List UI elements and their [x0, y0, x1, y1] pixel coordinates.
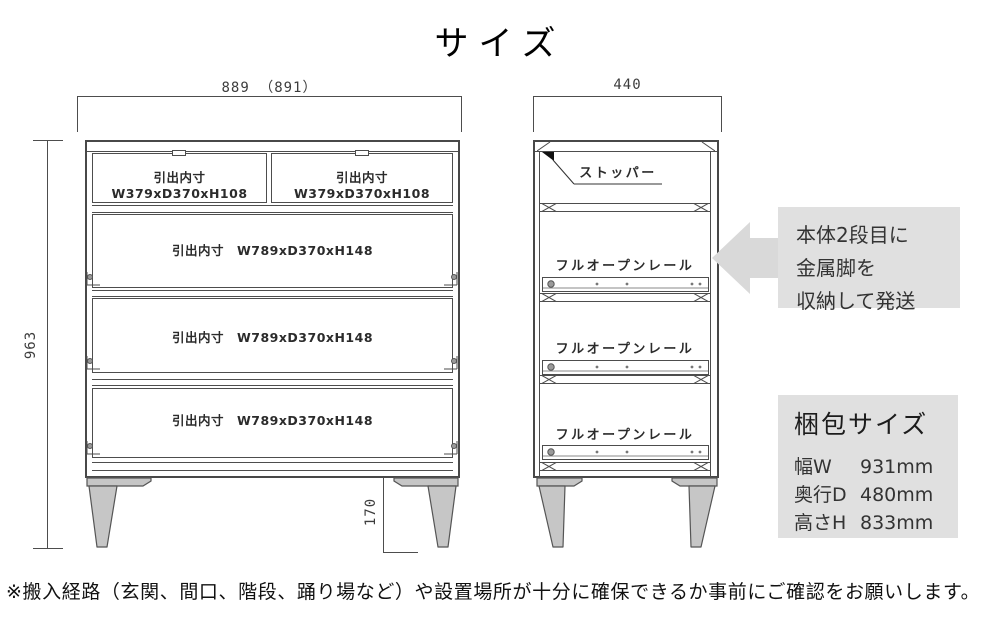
- dimension-line: [47, 141, 48, 549]
- shipping-callout: 本体2段目に 金属脚を 収納して発送: [778, 207, 960, 313]
- small-drawer-label: 引出内寸 W379xD370xH108: [111, 170, 248, 201]
- dimension-tick: [33, 140, 63, 141]
- side-back-leg: [671, 477, 718, 548]
- full-open-rail-icon: [542, 445, 709, 460]
- large-drawer-2: [92, 298, 453, 373]
- shelf-band: [540, 293, 710, 302]
- front-wall-line: [539, 151, 540, 478]
- cross-brace-icon: [541, 462, 557, 471]
- dimension-extension-line: [77, 96, 78, 132]
- packing-row-height: 高さH 833mm: [794, 509, 958, 537]
- small-drawer-label: 引出内寸 W379xD370xH108: [293, 170, 431, 201]
- drawer-glide-icon: [86, 272, 100, 286]
- arrow-left-icon: [712, 222, 780, 294]
- large-drawer-label: 引出内寸 W789xD370xH148: [171, 243, 374, 258]
- cross-brace-icon: [693, 293, 709, 302]
- packing-value: 833mm: [860, 512, 934, 534]
- packing-size-title: 梱包サイズ: [794, 410, 929, 439]
- large-drawer-1: [92, 214, 453, 288]
- top-panel-line: [87, 151, 458, 152]
- drawer-glide-icon: [444, 356, 458, 370]
- full-open-rail-icon: [542, 277, 709, 292]
- packing-row-depth: 奥行D 480mm: [794, 481, 958, 509]
- dimension-line: [77, 96, 462, 97]
- large-drawer-label: 引出内寸 W789xD370xH148: [171, 413, 374, 428]
- dimension-line: [533, 96, 722, 97]
- cross-brace-icon: [693, 203, 709, 212]
- small-drawer-right: [271, 153, 453, 203]
- side-cabinet-outline: [533, 140, 719, 478]
- shelf-band: [540, 375, 710, 384]
- packing-size-box: 梱包サイズ 幅W 931mm 奥行D 480mm 高さH 833mm: [778, 395, 958, 538]
- dimension-extension-line: [461, 96, 462, 132]
- top-panel-line: [535, 151, 717, 152]
- corner-brace-icon: [537, 142, 551, 151]
- small-drawer-left: [92, 153, 267, 203]
- bottom-band: [540, 462, 710, 471]
- cross-brace-icon: [541, 293, 557, 302]
- stopper-label: ストッパー: [579, 166, 657, 181]
- delivery-footnote: ※搬入経路（玄関、間口、階段、踊り場など）や設置場所が十分に確保できるか事前にご…: [6, 581, 981, 603]
- callout-line: 金属脚を: [796, 256, 876, 280]
- packing-row-width: 幅W 931mm: [794, 453, 958, 481]
- side-front-leg: [536, 477, 583, 548]
- front-right-leg: [393, 477, 459, 548]
- packing-value: 480mm: [860, 484, 934, 506]
- packing-label: 奥行D: [794, 484, 847, 506]
- dimension-tick: [33, 548, 63, 549]
- page-title: サイズ: [434, 24, 566, 64]
- cross-brace-icon: [541, 203, 557, 212]
- full-open-rail-icon: [542, 360, 709, 375]
- drawer-handle-icon: [172, 150, 186, 156]
- drawer-glide-icon: [86, 356, 100, 370]
- large-drawer-3: [92, 388, 453, 458]
- front-width-dimension: 889 （891）: [221, 80, 318, 96]
- back-wall-line: [710, 151, 711, 478]
- cross-brace-icon: [693, 462, 709, 471]
- drawer-glide-icon: [444, 441, 458, 455]
- cross-brace-icon: [693, 375, 709, 384]
- rail-band: [92, 205, 453, 213]
- packing-label: 高さH: [794, 512, 847, 534]
- drawer-handle-icon: [355, 150, 369, 156]
- dimension-tick: [383, 552, 418, 553]
- shelf-band: [540, 203, 710, 212]
- dimension-line: [383, 478, 384, 553]
- large-drawer-label: 引出内寸 W789xD370xH148: [171, 330, 374, 345]
- packing-label: 幅W: [794, 456, 832, 478]
- bottom-band: [92, 462, 453, 471]
- cross-brace-icon: [541, 375, 557, 384]
- rail-label: フルオープンレール: [555, 342, 695, 357]
- stopper-leader-line: [542, 152, 662, 185]
- packing-value: 931mm: [860, 456, 934, 478]
- front-left-leg: [86, 477, 152, 548]
- side-depth-dimension: 440: [613, 77, 642, 93]
- drawer-glide-icon: [86, 441, 100, 455]
- dimension-extension-line: [721, 96, 722, 132]
- rail-band: [92, 290, 453, 297]
- callout-line: 収納して発送: [796, 289, 916, 313]
- dimension-extension-line: [533, 96, 534, 132]
- rail-label: フルオープンレール: [555, 259, 695, 274]
- callout-line: 本体2段目に: [796, 223, 909, 247]
- rail-label: フルオープンレール: [555, 428, 695, 443]
- rail-band: [92, 379, 453, 386]
- front-height-dimension: 963: [23, 330, 39, 360]
- drawer-glide-icon: [444, 272, 458, 286]
- corner-brace-icon: [701, 142, 715, 151]
- leg-height-dimension: 170: [363, 497, 379, 527]
